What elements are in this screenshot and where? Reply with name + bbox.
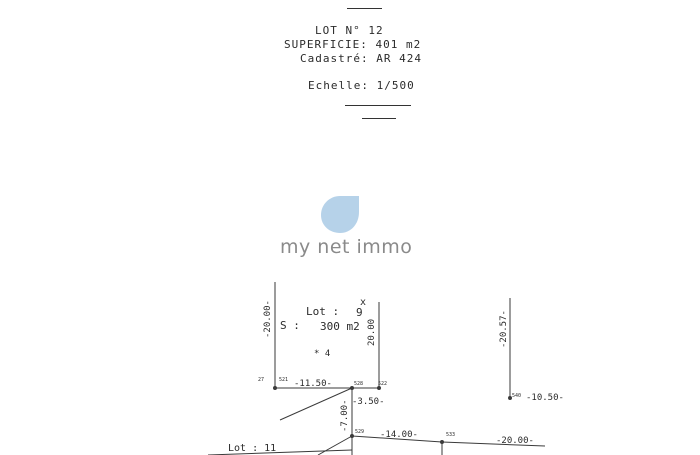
lot9-surface-label: S :	[280, 319, 300, 332]
scale-underline	[345, 105, 411, 106]
top-rule	[347, 8, 382, 9]
dim-far-vertical: -20.57-	[499, 310, 509, 348]
scale-short-rule	[362, 118, 396, 119]
lot9-inner-mark: * 4	[314, 349, 330, 359]
diagonal-528-nw	[279, 387, 353, 421]
lot9-number: 9	[356, 306, 363, 319]
dim-700-vertical: -7.00-	[340, 399, 350, 432]
lot9-title: Lot :	[306, 305, 339, 318]
dim-right-vertical: 20.00	[367, 319, 377, 346]
lot9-surface-value: 300 m2	[320, 320, 360, 333]
segment-529-533	[351, 435, 443, 443]
segment-533-east	[441, 441, 546, 447]
dim-350: -3.50-	[352, 397, 385, 407]
dim-2000: -20.00-	[496, 436, 534, 446]
dim-left-vertical: -20.00-	[263, 300, 273, 338]
watermark-brand: my net immo	[280, 236, 413, 258]
cadastre-line: Cadastré: AR 424	[300, 52, 422, 65]
point-marker	[508, 396, 512, 400]
point-marker	[273, 386, 277, 390]
dim-1050: -10.50-	[526, 393, 564, 403]
scale-line: Echelle: 1/500	[308, 79, 415, 92]
dim-1400: -14.00-	[380, 430, 418, 440]
point-label-521: 521	[279, 377, 288, 383]
point-label-528: 528	[354, 381, 363, 387]
lot-number-line: LOT N° 12	[315, 24, 384, 37]
segment-lot11-east	[207, 449, 353, 455]
point-label-529: 529	[355, 429, 364, 435]
point-label-533: 533	[446, 432, 455, 438]
dim-1150: -11.50-	[294, 379, 332, 389]
point-marker	[377, 386, 381, 390]
point-marker	[440, 440, 444, 444]
point-marker	[350, 434, 354, 438]
diagonal-529-sw	[317, 435, 353, 455]
point-label-540: 540	[512, 393, 521, 399]
lot11-title: Lot : 11	[228, 443, 276, 454]
point-label-27: 27	[258, 377, 264, 383]
point-marker	[350, 386, 354, 390]
superficie-line: SUPERFICIE: 401 m2	[284, 38, 422, 51]
drop-icon	[321, 196, 359, 233]
cross-mark: x	[360, 297, 366, 308]
point-label-522: 522	[378, 381, 387, 387]
